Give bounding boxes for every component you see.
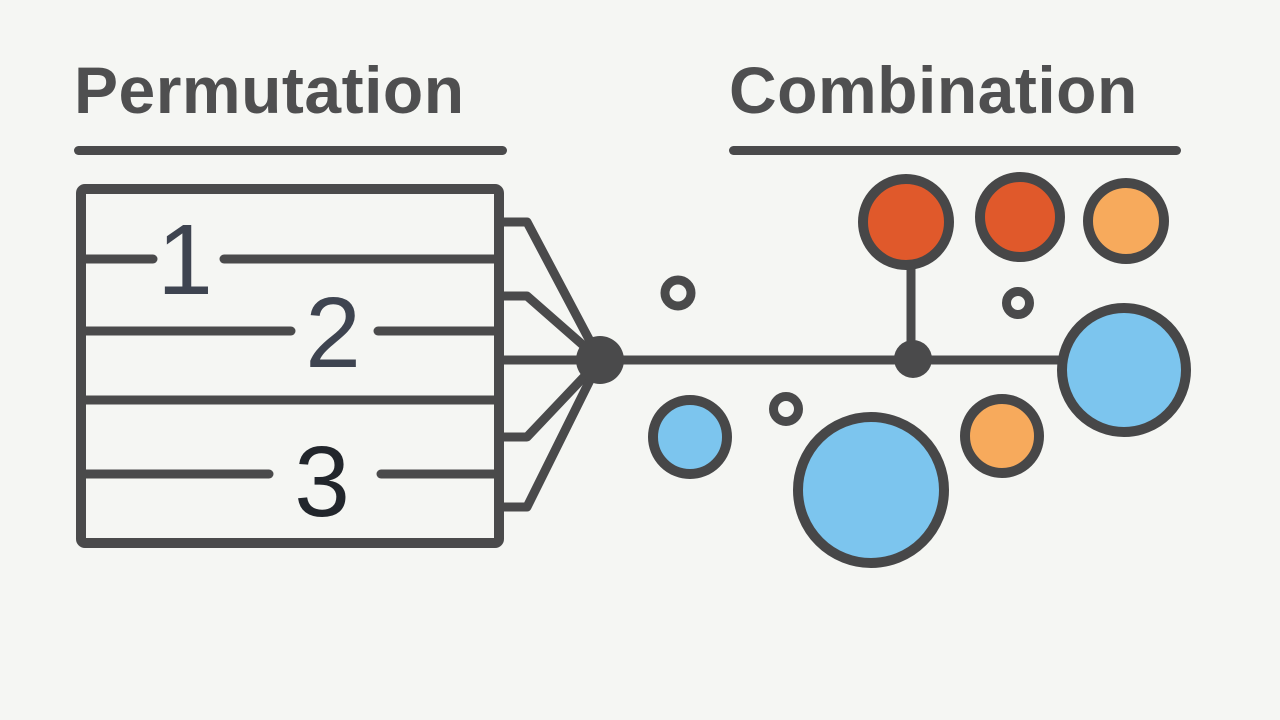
combination-title-underline bbox=[729, 146, 1181, 155]
orange-circle-large bbox=[858, 174, 954, 270]
permutation-box bbox=[76, 184, 504, 548]
box-digit-3: 3 bbox=[294, 426, 350, 538]
small-ring-2 bbox=[1002, 287, 1034, 319]
small-ring-1 bbox=[660, 275, 696, 311]
blue-circle-right bbox=[1057, 303, 1191, 437]
fan-line-row5 bbox=[494, 355, 605, 512]
blue-circle-small bbox=[648, 395, 732, 479]
fan-line-row4 bbox=[494, 355, 605, 442]
right-junction-node bbox=[894, 340, 932, 378]
blue-circle-large bbox=[793, 412, 949, 568]
box-digit-2: 2 bbox=[305, 277, 361, 389]
light-orange-circle-top bbox=[1083, 178, 1169, 264]
permutation-title: Permutation bbox=[74, 53, 465, 127]
left-junction-node bbox=[576, 336, 624, 384]
combination-title: Combination bbox=[729, 53, 1138, 127]
fan-line-row1 bbox=[494, 217, 605, 365]
permutation-title-underline bbox=[74, 146, 507, 155]
box-digit-1: 1 bbox=[157, 204, 213, 316]
light-orange-circle-bottom bbox=[960, 394, 1044, 478]
fan-line-row2 bbox=[494, 291, 605, 365]
small-ring-3 bbox=[769, 392, 803, 426]
orange-circle-medium bbox=[975, 172, 1065, 262]
